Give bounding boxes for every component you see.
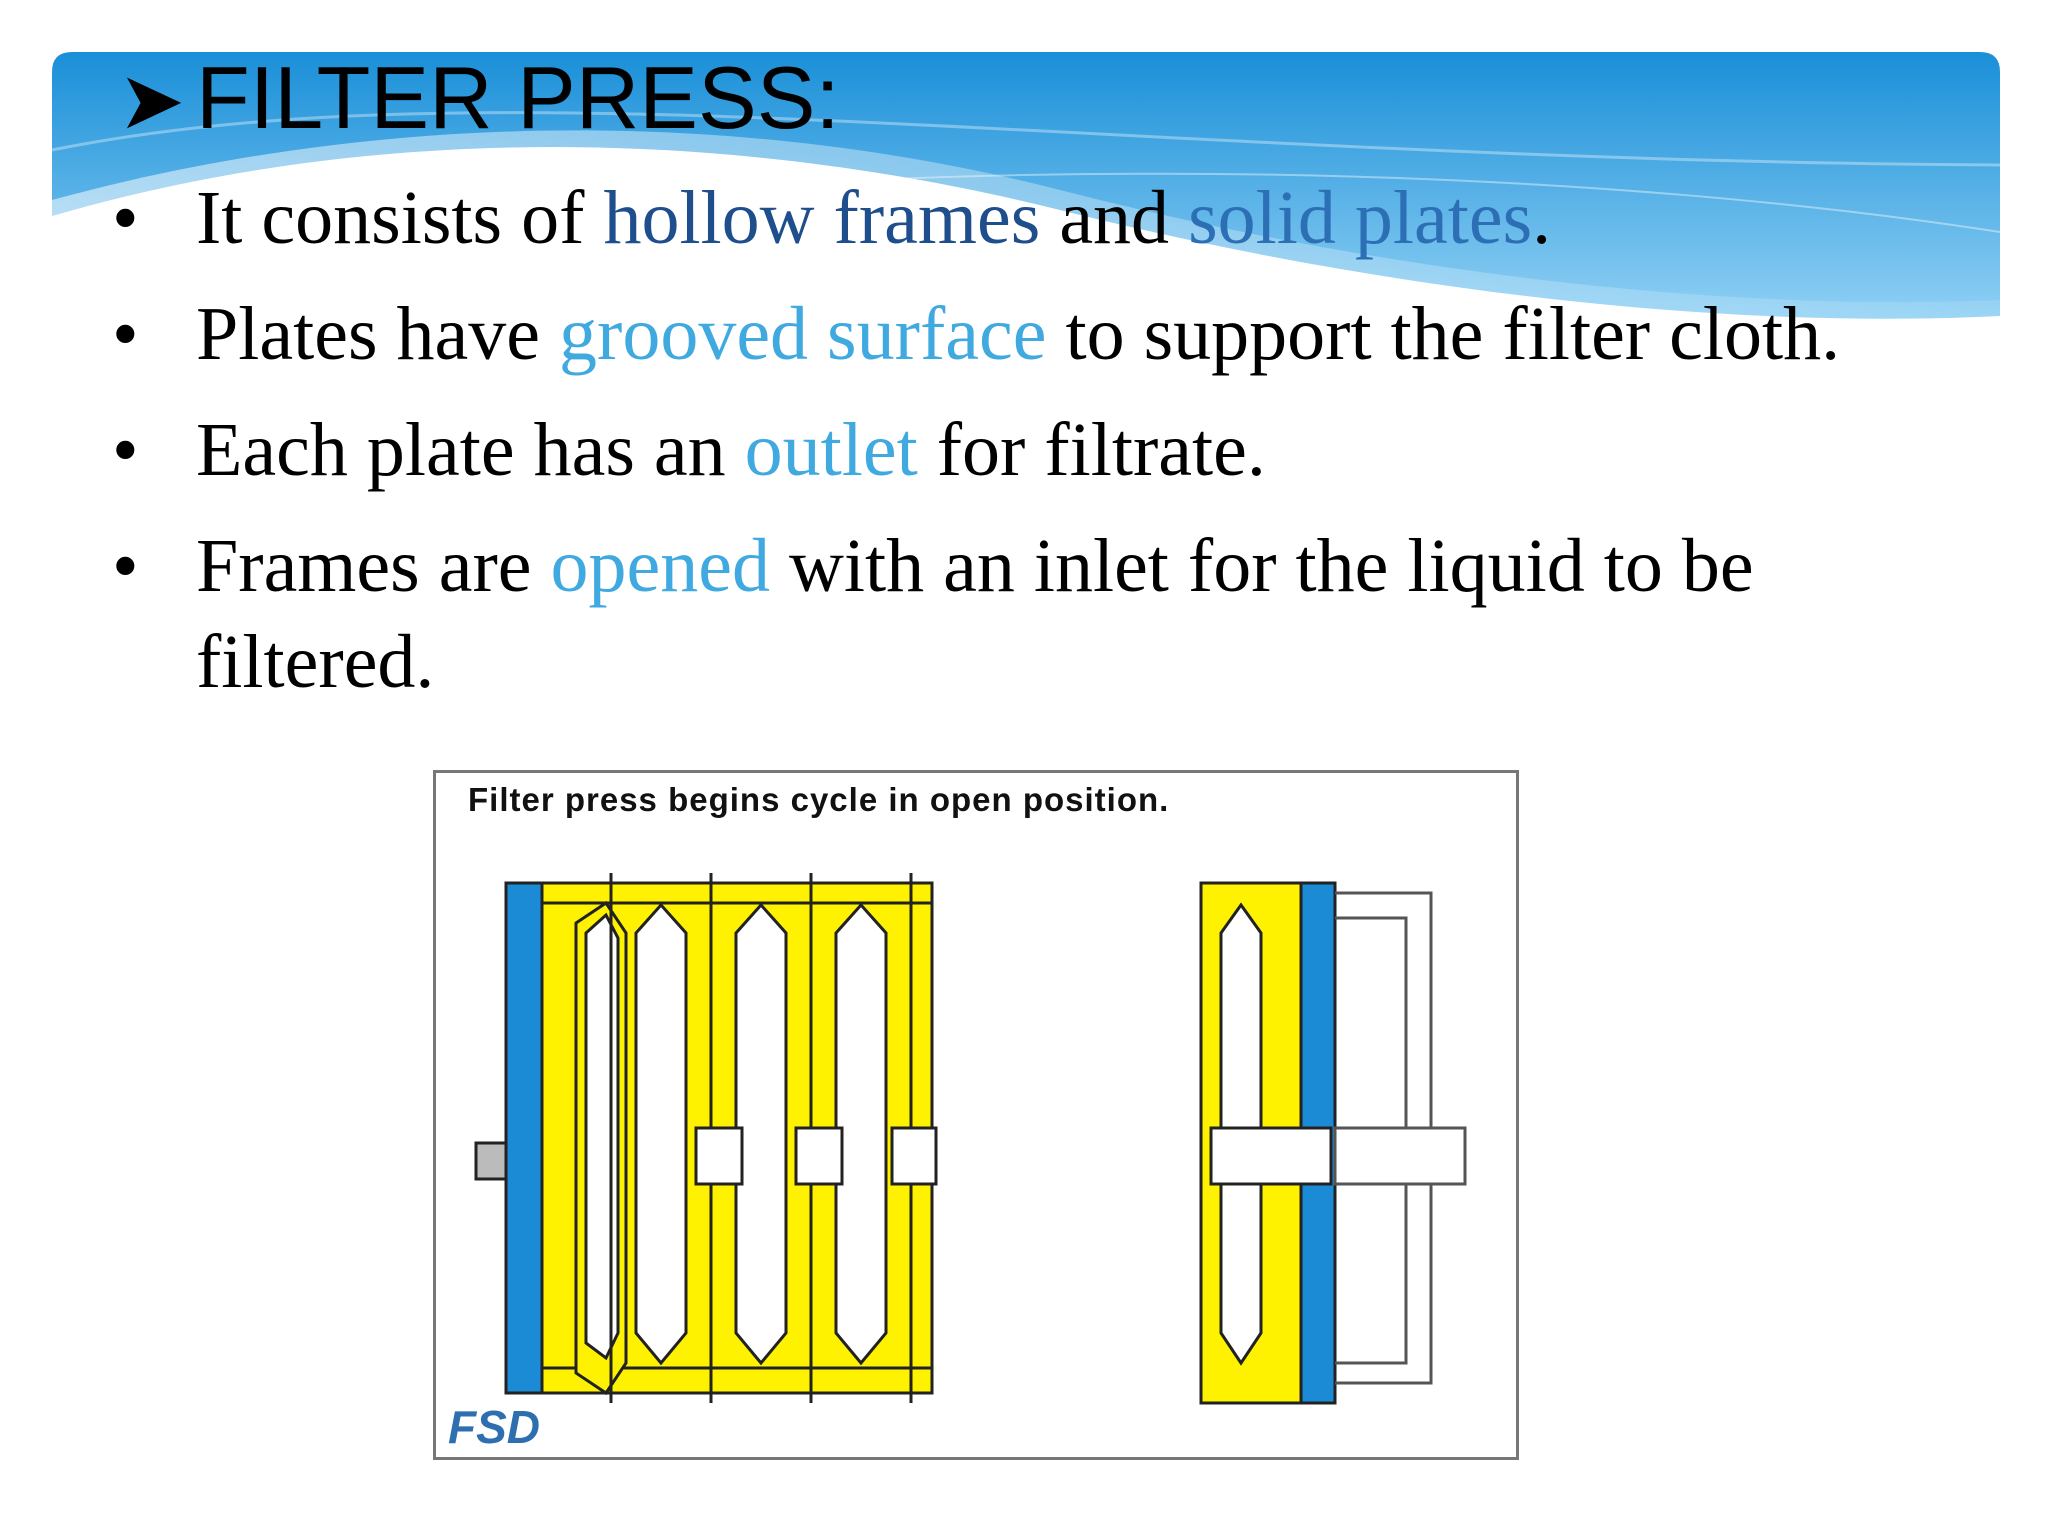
bullet-text: . bbox=[1532, 176, 1552, 260]
bullet-dot: • bbox=[112, 292, 139, 376]
bullet-item: • Each plate has an outlet for filtrate. bbox=[108, 402, 1988, 498]
fixed-head-plate bbox=[504, 881, 544, 1395]
bullet-item: • Plates have grooved surface to support… bbox=[108, 286, 1988, 382]
figure-caption: Filter press begins cycle in open positi… bbox=[468, 781, 1170, 818]
bullet-dot: • bbox=[112, 524, 139, 608]
feed-nozzle bbox=[474, 1141, 508, 1181]
fsd-logo-text: FSD bbox=[448, 1401, 540, 1453]
bullet-text: to support the filter cloth. bbox=[1046, 292, 1841, 376]
filter-press-diagram: FSD Filter press begins cycle in open po… bbox=[433, 770, 1519, 1460]
title-text: FILTER PRESS: bbox=[196, 48, 840, 147]
highlight-grooved-surface: grooved surface bbox=[559, 292, 1047, 376]
header-wave-banner bbox=[51, 52, 2001, 319]
filter-press-illustration: FSD bbox=[448, 873, 1467, 1453]
highlight-hollow-frames: hollow frames bbox=[603, 176, 1041, 260]
bullet-text: and bbox=[1040, 176, 1189, 260]
bullet-text: It consists of bbox=[196, 176, 604, 260]
bullet-text: Each plate has an bbox=[196, 408, 745, 492]
bullet-dot: • bbox=[112, 176, 139, 260]
bullet-list: • It consists of hollow frames and solid… bbox=[108, 170, 1988, 730]
arrow-bullet-icon: ➤ bbox=[118, 56, 186, 145]
page-title: ➤FILTER PRESS: bbox=[118, 50, 840, 149]
bullet-text: for filtrate. bbox=[917, 408, 1266, 492]
bullet-dot: • bbox=[112, 408, 139, 492]
bullet-item: • Frames are opened with an inlet for th… bbox=[108, 518, 1988, 710]
highlight-outlet: outlet bbox=[744, 408, 918, 492]
bullet-text: with an inlet for the liquid to be filte… bbox=[196, 524, 1754, 704]
bullet-item: • It consists of hollow frames and solid… bbox=[108, 170, 1988, 266]
highlight-solid-plates: solid plates bbox=[1188, 176, 1533, 260]
right-plate-stack bbox=[1199, 881, 1467, 1405]
highlight-opened: opened bbox=[550, 524, 770, 608]
fsd-logo: FSD bbox=[448, 1401, 540, 1453]
left-plate-stack bbox=[474, 873, 938, 1403]
bullet-text: Plates have bbox=[196, 292, 560, 376]
bullet-text: Frames are bbox=[196, 524, 551, 608]
